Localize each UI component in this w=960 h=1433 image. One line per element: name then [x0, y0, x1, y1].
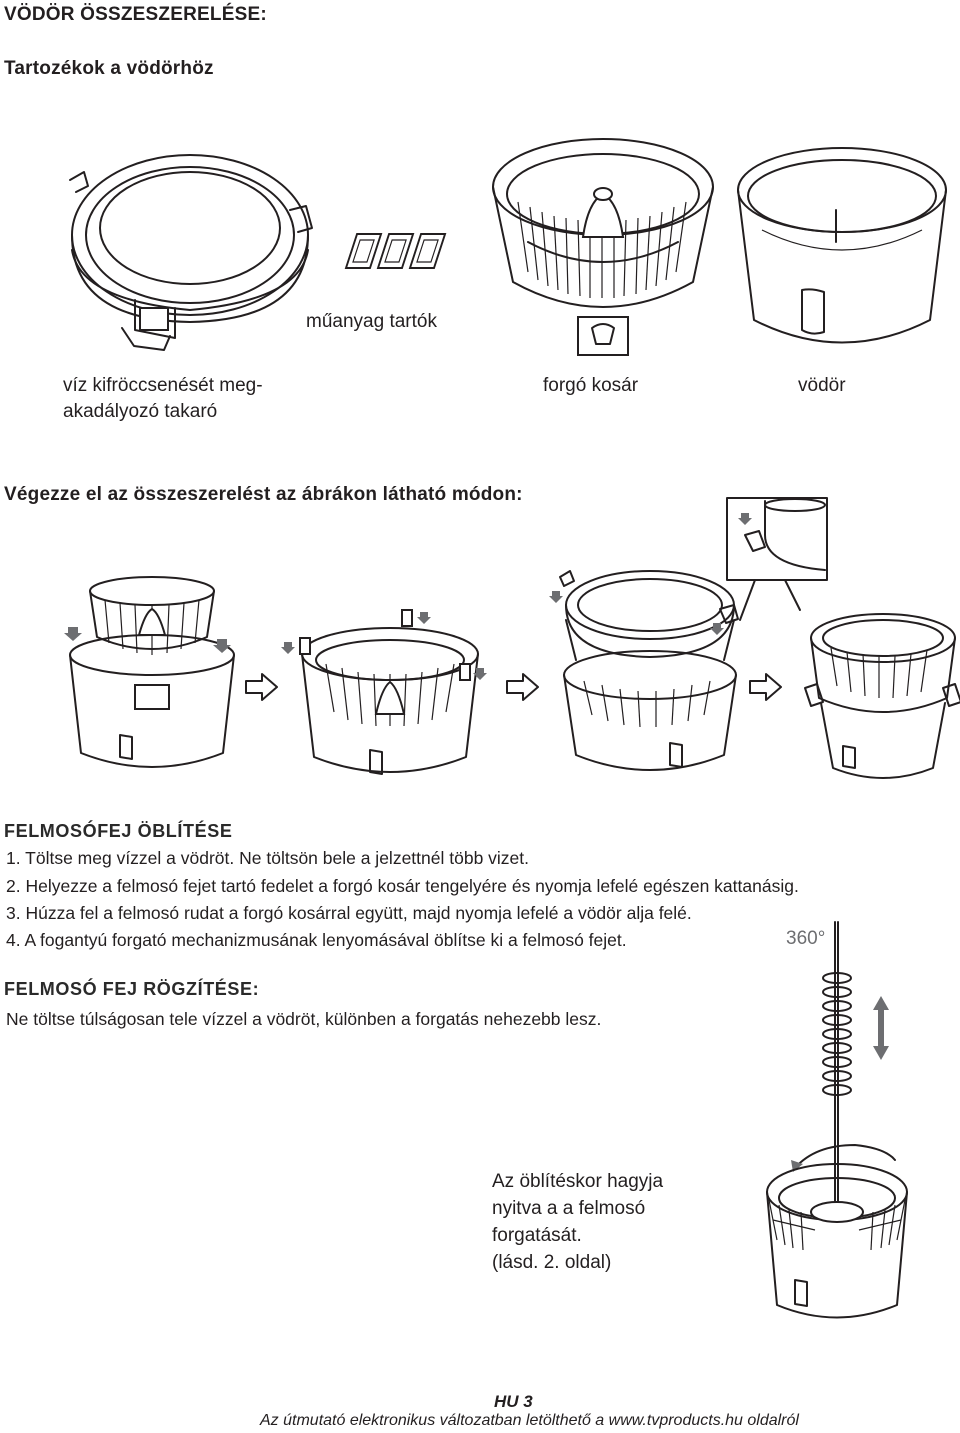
- splash-guard-illustration: [69, 154, 313, 351]
- rinse-note-line2: nyitva a a felmosó: [492, 1198, 646, 1219]
- assembly-step1-illustration: [64, 576, 235, 768]
- label-spin-basket: forgó kosár: [543, 375, 639, 396]
- fix-text: Ne töltse túlságosan tele vízzel a vödrö…: [6, 1009, 602, 1029]
- next-arrow-3: [749, 673, 782, 701]
- label-splash-guard-line1: víz kifröccsenését meg-: [63, 375, 263, 396]
- rinse-note-line4: (lásd. 2. oldal): [492, 1252, 612, 1273]
- rinse-note-line1: Az öblítéskor hagyja: [492, 1171, 664, 1192]
- mop-spin-illustration: [766, 921, 908, 1319]
- footer-text: Az útmutató elektronikus változatban let…: [260, 1412, 799, 1429]
- spin-basket-illustration: [492, 138, 714, 356]
- label-plastic-holders: műanyag tartók: [306, 311, 437, 332]
- label-splash-guard-line2: akadályozó takaró: [63, 401, 218, 422]
- next-arrow-1: [245, 673, 278, 701]
- rinse-step-4: 4. A fogantyú forgató mechanizmusának le…: [6, 930, 627, 950]
- rinse-step-3: 3. Húzza fel a felmosó rudat a forgó kos…: [6, 903, 692, 923]
- fix-heading: FELMOSÓ FEJ RÖGZÍTÉSE:: [4, 979, 260, 999]
- rinse-note-line3: forgatását.: [492, 1225, 582, 1246]
- rinse-heading: FELMOSÓFEJ ÖBLÍTÉSE: [4, 821, 233, 841]
- rinse-note: Az öblítéskor hagyja nyitva a a felmosó …: [492, 1168, 663, 1276]
- rinse-step-2: 2. Helyezze a felmosó fejet tartó fedele…: [6, 876, 799, 896]
- rinse-step-1: 1. Töltse meg vízzel a vödröt. Ne töltsö…: [6, 848, 530, 868]
- accessories-subtitle: Tartozékok a vödörhöz: [4, 58, 214, 79]
- page-number: HU 3: [494, 1392, 533, 1411]
- bucket-illustration: [737, 147, 947, 344]
- next-arrow-2: [506, 673, 539, 701]
- label-bucket: vödör: [798, 375, 846, 396]
- plastic-holders-illustration: [344, 233, 447, 269]
- detail-callout-illustration: [726, 497, 828, 621]
- assembly-step3-illustration: [549, 570, 739, 771]
- rotation-label: 360°: [786, 928, 826, 949]
- assembly-heading: Végezze el az összeszerelést az ábrákon …: [4, 484, 523, 505]
- assembly-step2-illustration: [281, 609, 487, 775]
- page-title: VÖDÖR ÖSSZESZERELÉSE:: [4, 4, 267, 25]
- assembly-step4-illustration: [804, 613, 960, 779]
